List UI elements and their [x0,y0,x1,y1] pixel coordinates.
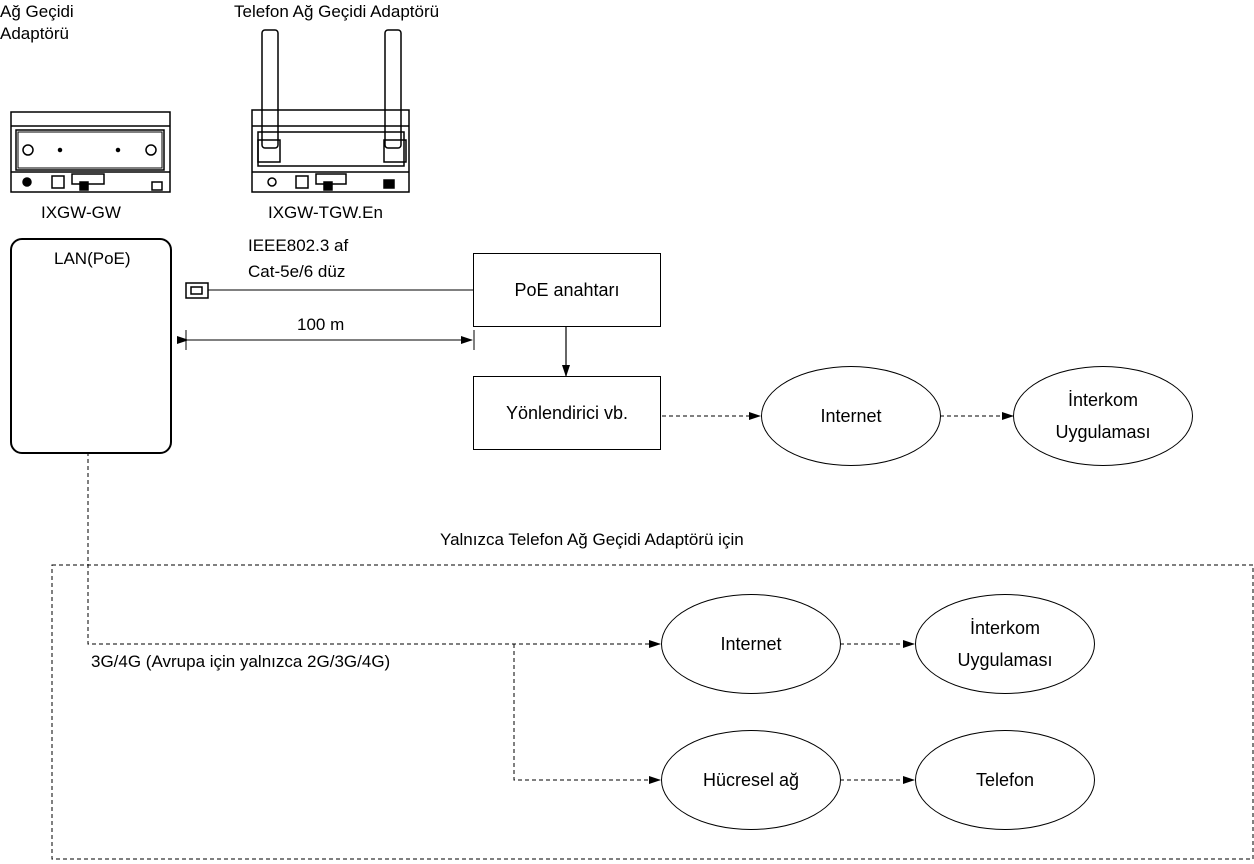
cellular-network-node: Hücresel ağ [661,730,841,830]
router-label: Yönlendirici vb. [505,402,629,423]
internet-node-1: Internet [761,366,941,466]
internet-label-2: Internet [720,634,782,654]
phone-label: Telefon [975,770,1035,790]
poe-switch-box: PoE anahtarı [473,253,661,327]
intercom-app-label-1a: İnterkom [1067,390,1139,410]
cable-type-label: Cat-5e/6 düz [248,262,346,281]
internet-node-2: Internet [661,594,841,694]
phone-node: Telefon [915,730,1095,830]
distance-dimension [177,330,475,350]
router-box: Yönlendirici vb. [473,376,661,450]
tgw-only-region-title: Yalnızca Telefon Ağ Geçidi Adaptörü için [440,530,744,549]
cellular-bands-label: 3G/4G (Avrupa için yalnızca 2G/3G/4G) [91,652,391,671]
gateway-adapter-title-1: Ağ Geçidi [0,2,74,21]
adapter-body [10,238,172,454]
intercom-app-node-2: İnterkom Uygulaması [915,594,1095,694]
intercom-app-label-1b: Uygulaması [1055,422,1151,442]
poe-switch-label: PoE anahtarı [514,279,620,300]
internet-label-1: Internet [820,406,882,426]
gateway-adapter-title-2: Adaptörü [0,24,69,43]
gateway-model-label: IXGW-GW [41,203,121,222]
lan-poe-port-label: LAN(PoE) [54,249,131,268]
telephone-gateway-model-label: IXGW-TGW.En [268,203,383,222]
cellular-network-label: Hücresel ağ [702,770,800,790]
tgw-only-region [51,564,1254,860]
intercom-app-label-2a: İnterkom [969,618,1041,638]
distance-label: 100 m [297,315,345,334]
intercom-app-node-1: İnterkom Uygulaması [1013,366,1193,466]
branch-to-cellular-line [513,644,661,784]
telephone-gateway-adapter-title: Telefon Ağ Geçidi Adaptörü [234,2,440,21]
cable-standard-label: IEEE802.3 af [248,236,349,255]
lan-cable [185,282,474,299]
telephone-gateway-adapter-illustration [251,29,410,193]
gateway-adapter-illustration [10,111,171,193]
intercom-app-label-2b: Uygulaması [957,650,1053,670]
device-to-internet2-line [87,452,661,648]
